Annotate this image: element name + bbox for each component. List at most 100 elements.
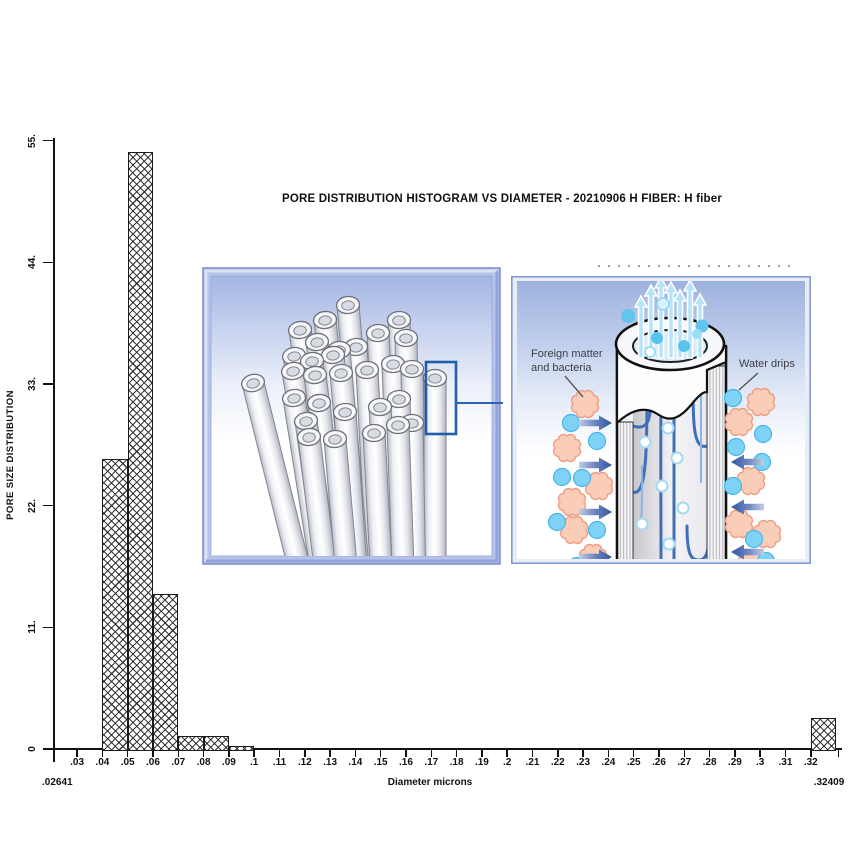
- x-axis-tick: [810, 750, 812, 757]
- x-axis-tick-label: .29: [727, 757, 742, 768]
- histogram-bar: [102, 459, 128, 751]
- x-axis-tick: [202, 750, 205, 757]
- x-axis-tick-label: .16: [399, 757, 413, 768]
- x-axis-tick-label: .06: [146, 757, 160, 768]
- water-drop-icons-left: [547, 413, 607, 559]
- x-axis-tick: [354, 750, 357, 757]
- y-axis-tick: [43, 383, 54, 385]
- x-axis-tick: [101, 750, 104, 757]
- x-axis-tick: [76, 750, 78, 757]
- x-axis-tick-label: .23: [576, 757, 591, 768]
- y-axis-tick-label: 55.: [27, 133, 38, 148]
- x-axis-tick: [152, 750, 154, 757]
- y-axis-tick: [43, 626, 54, 629]
- x-axis-tick-label: .26: [652, 757, 666, 768]
- x-axis-max-label: .32409: [813, 777, 845, 788]
- foreign-matter-label-line2: and bacteria: [531, 362, 592, 374]
- x-axis-tick-label: .24: [601, 757, 616, 768]
- fiber-bundle-inset: [202, 267, 501, 565]
- water-drips-label: Water drips: [739, 358, 795, 370]
- x-axis-tick: [430, 750, 433, 757]
- cropped-text-remnant: [598, 265, 794, 267]
- fiber-wall-left: [616, 421, 634, 559]
- x-axis-tick: [228, 750, 230, 757]
- x-axis-tick: [329, 750, 331, 757]
- x-axis-tick-label: .04: [95, 757, 110, 768]
- x-axis-tick: [531, 750, 534, 757]
- x-axis-tick-label: .08: [196, 757, 211, 768]
- x-axis-tick-label: .1: [250, 757, 259, 768]
- x-axis-tick: [734, 750, 736, 757]
- x-axis-tick: [506, 750, 508, 757]
- floating-drop-icons: [621, 297, 709, 358]
- y-axis-tick-label: 33.: [27, 377, 38, 391]
- y-axis-tick-label: 0: [27, 746, 38, 752]
- y-axis-tick-label: 11.: [27, 620, 38, 635]
- x-axis-tick-label: .19: [474, 757, 489, 768]
- y-axis-tick: [43, 748, 54, 750]
- histogram-bar: [203, 735, 229, 751]
- x-axis-tick: [304, 750, 306, 757]
- x-axis-tick: [683, 750, 686, 757]
- x-axis-tick: [126, 750, 129, 757]
- x-axis-tick-label: .12: [297, 757, 312, 768]
- x-axis-tick-label: .18: [449, 757, 464, 768]
- foreign-matter-pointer-line: [564, 375, 584, 398]
- y-axis-tick: [43, 261, 54, 264]
- x-axis-tick: [837, 750, 840, 757]
- frame-bevel-highlight: [204, 269, 497, 561]
- histogram-bar: [127, 151, 153, 751]
- x-axis-tick: [405, 750, 407, 757]
- x-axis-line: [53, 748, 842, 750]
- x-axis-tick-label: .09: [221, 757, 236, 768]
- x-axis-tick: [455, 750, 458, 757]
- x-axis-tick: [607, 750, 610, 757]
- x-axis-tick-label: .27: [677, 757, 692, 768]
- x-axis-tick-label: .2: [503, 757, 512, 768]
- histogram-bar: [152, 594, 179, 751]
- x-axis-tick-label: .05: [120, 757, 135, 768]
- x-axis-tick: [582, 750, 584, 757]
- y-axis-tick: [43, 504, 54, 507]
- x-axis-tick-label: .21: [525, 757, 540, 768]
- y-axis-tick: [43, 139, 54, 142]
- x-axis-tick-label: .13: [323, 757, 338, 768]
- y-axis-tick-label: 44.: [27, 255, 38, 270]
- x-axis-tick-label: .03: [70, 757, 85, 768]
- y-axis-label: PORE SIZE DISTRIBUTION: [5, 390, 16, 520]
- fiber-filtration-inset: Foreign matter and bacteria Water drips: [511, 276, 811, 564]
- x-axis-min-label: .02641: [42, 777, 73, 788]
- fiber-wall-right: [706, 365, 727, 559]
- y-axis-tick-label: 22.: [27, 498, 38, 513]
- x-axis-tick: [557, 750, 559, 757]
- fiber-highlight-rect: [424, 360, 458, 436]
- x-axis-tick-label: .14: [348, 757, 363, 768]
- histogram-bar: [810, 718, 837, 751]
- histogram-bar: [228, 745, 255, 751]
- x-axis-tick-label: .28: [702, 757, 717, 768]
- x-axis-tick-label: .17: [424, 757, 439, 768]
- water-drop-icons-right: [723, 388, 775, 559]
- x-axis-tick: [759, 750, 761, 757]
- x-axis-tick-label: .32: [803, 757, 818, 768]
- x-axis-tick-label: .25: [626, 757, 641, 768]
- x-axis-tick-label: .11: [272, 757, 287, 768]
- x-axis-tick: [632, 750, 635, 757]
- x-axis-tick-label: .15: [373, 757, 388, 768]
- x-axis-tick: [481, 750, 483, 757]
- callout-line: [455, 402, 503, 404]
- x-axis-tick-label: .31: [778, 757, 793, 768]
- x-axis-tick-label: .3: [756, 757, 765, 768]
- x-axis-tick: [379, 750, 382, 757]
- x-axis-tick: [658, 750, 660, 757]
- frame-bevel-shadow: [206, 271, 499, 563]
- foreign-matter-label-line1: Foreign matter: [531, 348, 603, 360]
- chart-title: PORE DISTRIBUTION HISTOGRAM VS DIAMETER …: [281, 193, 723, 205]
- water-drips-pointer-line: [738, 372, 759, 391]
- x-axis-tick: [253, 750, 255, 757]
- x-axis-tick-label: .07: [171, 757, 186, 768]
- histogram-bar: [178, 735, 204, 751]
- x-axis-tick: [278, 750, 281, 757]
- x-axis-tick: [708, 750, 711, 757]
